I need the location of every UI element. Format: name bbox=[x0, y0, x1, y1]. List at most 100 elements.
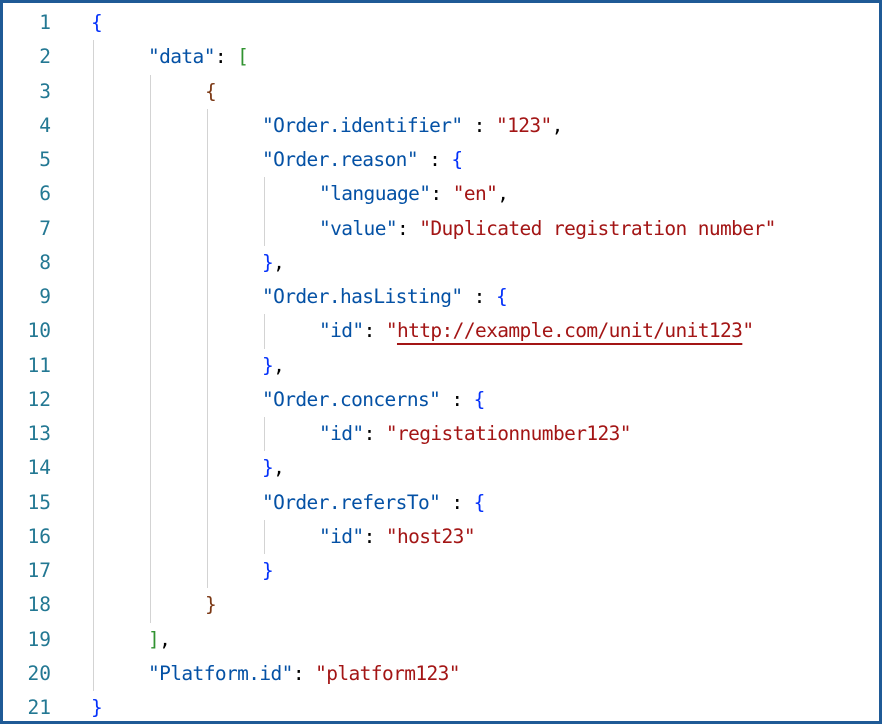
json-string-value: "platform123" bbox=[315, 661, 460, 685]
bracket: { bbox=[473, 490, 486, 514]
indent-guide bbox=[264, 519, 265, 554]
bracket: } bbox=[262, 559, 274, 582]
code-line[interactable]: "data": [ bbox=[148, 40, 249, 74]
json-key: "id" bbox=[319, 319, 364, 343]
json-key: "Order.hasListing" bbox=[262, 285, 463, 308]
json-key: "value" bbox=[319, 216, 398, 240]
punctuation: : bbox=[440, 490, 474, 514]
punctuation: : bbox=[462, 113, 496, 137]
punctuation: : bbox=[430, 182, 453, 206]
code-line[interactable]: ], bbox=[148, 623, 171, 657]
indent-guide bbox=[150, 74, 151, 623]
line-number: 21 bbox=[27, 696, 51, 719]
code-line[interactable]: "Platform.id": "platform123" bbox=[148, 657, 461, 691]
code-line[interactable]: { bbox=[91, 6, 103, 40]
line-number: 14 bbox=[27, 456, 51, 480]
bracket: } bbox=[262, 353, 274, 377]
json-key: "id" bbox=[319, 524, 364, 548]
line-number: 19 bbox=[27, 627, 51, 651]
line-number: 13 bbox=[27, 422, 51, 445]
code-line[interactable]: "language": "en", bbox=[319, 177, 509, 211]
json-code-editor[interactable]: 1{2"data": [3{4"Order.identifier" : "123… bbox=[3, 6, 879, 724]
line-number: 1 bbox=[39, 11, 51, 34]
punctuation: , bbox=[273, 456, 285, 480]
bracket: { bbox=[91, 11, 103, 34]
json-string-value: " bbox=[742, 319, 754, 343]
punctuation: , bbox=[273, 353, 285, 377]
code-line[interactable]: } bbox=[262, 554, 274, 588]
code-line[interactable]: { bbox=[205, 75, 217, 109]
url-link[interactable]: http://example.com/unit/unit123 bbox=[396, 319, 743, 343]
line-number: 18 bbox=[27, 593, 51, 617]
json-key: "Order.refersTo" bbox=[262, 490, 441, 514]
bracket: } bbox=[262, 250, 274, 274]
code-line[interactable]: }, bbox=[262, 349, 285, 383]
indent-guide bbox=[93, 40, 94, 691]
line-number: 9 bbox=[39, 285, 51, 308]
bracket: [ bbox=[237, 45, 249, 69]
line-number: 8 bbox=[39, 250, 51, 274]
line-number: 17 bbox=[27, 559, 51, 582]
code-line[interactable]: "value": "Duplicated registration number… bbox=[319, 212, 776, 246]
code-line[interactable]: "Order.hasListing" : { bbox=[262, 280, 508, 314]
code-line[interactable]: } bbox=[205, 588, 217, 622]
line-number: 12 bbox=[27, 387, 51, 411]
json-string-value: "host23" bbox=[385, 524, 476, 548]
bracket: } bbox=[205, 593, 217, 617]
code-line[interactable]: } bbox=[91, 691, 103, 725]
line-number: 2 bbox=[39, 45, 51, 69]
code-line[interactable]: "Order.reason" : { bbox=[262, 143, 463, 177]
code-line[interactable]: "id": "host23" bbox=[319, 520, 476, 554]
line-number: 4 bbox=[39, 113, 51, 137]
code-line[interactable]: "id": "registationnumber123" bbox=[319, 417, 632, 451]
bracket: } bbox=[262, 456, 274, 480]
code-line[interactable]: "Order.refersTo" : { bbox=[262, 486, 485, 520]
json-key: "language" bbox=[319, 182, 431, 206]
code-line[interactable]: "Order.identifier" : "123", bbox=[262, 109, 563, 143]
punctuation: : bbox=[363, 319, 386, 343]
punctuation: , bbox=[159, 627, 171, 651]
json-key: "id" bbox=[319, 422, 364, 445]
line-number: 5 bbox=[39, 148, 51, 171]
json-key: "Order.reason" bbox=[262, 148, 419, 171]
code-line[interactable]: "id": "http://example.com/unit/unit123" bbox=[319, 314, 754, 348]
indent-guide bbox=[264, 314, 265, 349]
punctuation: : bbox=[292, 661, 316, 685]
json-string-value: "Duplicated registration number" bbox=[419, 216, 776, 240]
bracket: ] bbox=[148, 627, 160, 651]
punctuation: : bbox=[462, 285, 496, 308]
bracket: { bbox=[495, 285, 508, 308]
line-number: 20 bbox=[27, 661, 51, 685]
json-string-value: "registationnumber123" bbox=[385, 422, 632, 445]
indent-guide bbox=[264, 417, 265, 452]
line-number: 6 bbox=[39, 182, 51, 206]
punctuation: : bbox=[440, 387, 474, 411]
bracket: { bbox=[473, 387, 486, 411]
line-number: 3 bbox=[39, 79, 51, 103]
punctuation: : bbox=[214, 45, 238, 69]
bracket: } bbox=[91, 696, 103, 719]
indent-guide bbox=[207, 108, 208, 589]
code-line[interactable]: "Order.concerns" : { bbox=[262, 383, 485, 417]
json-key: "data" bbox=[148, 45, 215, 69]
line-number: 16 bbox=[27, 524, 51, 548]
line-number: 7 bbox=[39, 216, 51, 240]
json-string-value: "123" bbox=[495, 113, 552, 137]
punctuation: : bbox=[396, 216, 420, 240]
punctuation: : bbox=[363, 524, 386, 548]
bracket: { bbox=[205, 79, 217, 103]
punctuation: : bbox=[417, 148, 452, 171]
punctuation: , bbox=[273, 250, 285, 274]
json-key: "Platform.id" bbox=[148, 661, 293, 685]
json-key: "Order.identifier" bbox=[262, 113, 463, 137]
line-number: 11 bbox=[27, 353, 51, 377]
line-number: 15 bbox=[27, 490, 51, 514]
json-key: "Order.concerns" bbox=[262, 387, 441, 411]
punctuation: , bbox=[551, 113, 564, 137]
indent-guide bbox=[264, 177, 265, 246]
line-number: 10 bbox=[27, 319, 51, 343]
json-string-value: "en" bbox=[452, 182, 498, 206]
code-line[interactable]: }, bbox=[262, 246, 285, 280]
code-line[interactable]: }, bbox=[262, 451, 285, 485]
